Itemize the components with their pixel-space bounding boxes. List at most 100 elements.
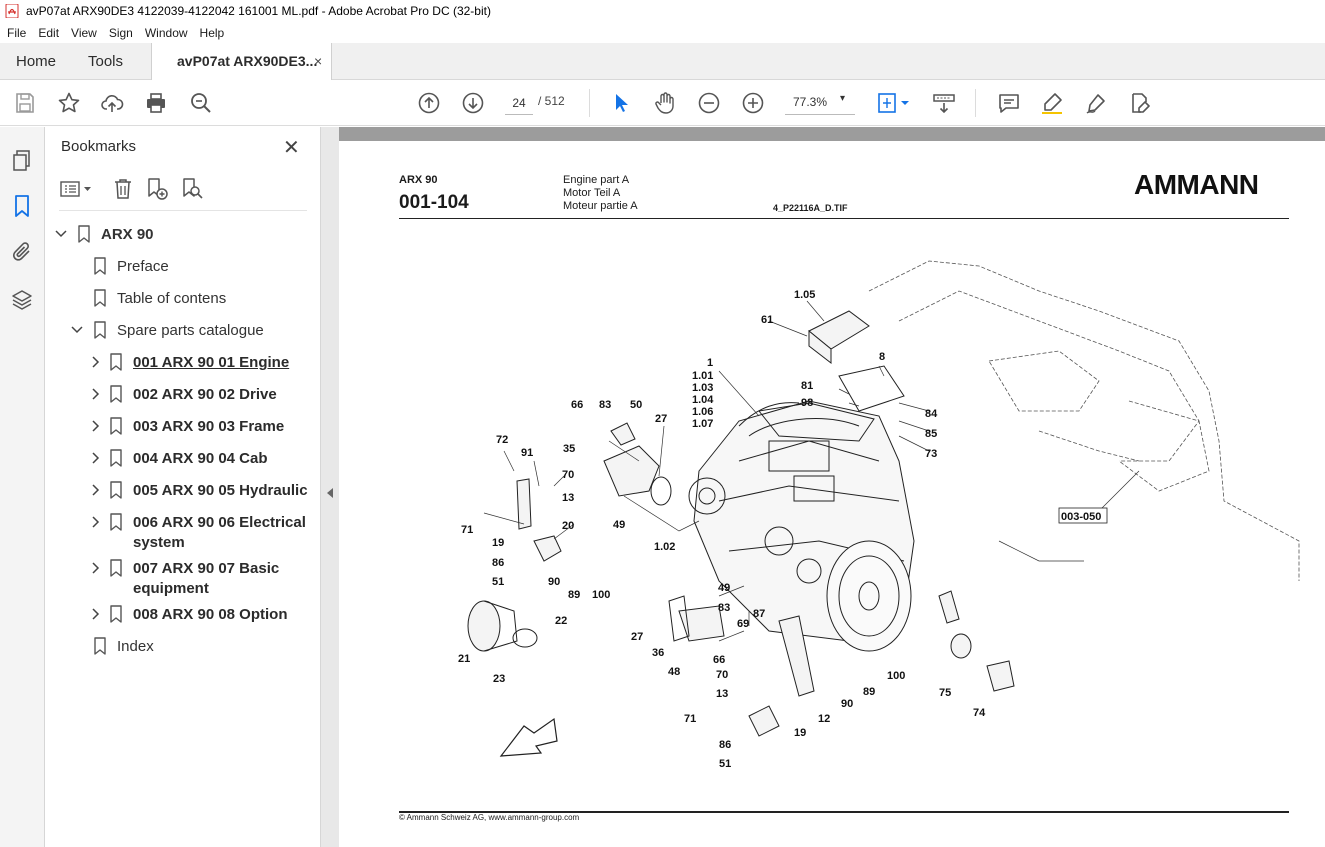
callout: 8 (879, 351, 885, 363)
hand-tool-icon[interactable] (653, 91, 677, 115)
close-tab-icon[interactable]: × (314, 53, 323, 69)
callout: 1.05 (794, 289, 815, 301)
bookmark-label: 001 ARX 90 01 Engine (133, 354, 290, 371)
chevron-right-icon[interactable] (89, 387, 101, 401)
zoom-search-icon[interactable] (189, 91, 213, 115)
bookmark-icon (110, 417, 122, 435)
page-description: Engine part A Motor Teil A Moteur partie… (563, 174, 638, 213)
bookmark-label: Spare parts catalogue (117, 322, 264, 339)
layers-icon[interactable] (10, 288, 34, 312)
page-number-input[interactable] (505, 91, 533, 115)
chevron-right-icon[interactable] (89, 483, 101, 497)
callout: 48 (668, 666, 680, 678)
chevron-right-icon[interactable] (89, 355, 101, 369)
scroll-mode-icon[interactable] (932, 91, 956, 115)
chevron-down-icon[interactable] (71, 323, 83, 337)
bookmark-label: 005 ARX 90 05 Hydraulic (133, 482, 308, 499)
menu-window[interactable]: Window (144, 25, 188, 40)
callout: 69 (737, 618, 749, 630)
callout: 13 (562, 492, 574, 504)
callout: 49 (613, 519, 625, 531)
fill-sign-icon[interactable] (1128, 91, 1152, 115)
attachments-icon[interactable] (10, 240, 34, 264)
bookmark-label-line2: equipment (133, 580, 209, 597)
zoom-out-icon[interactable] (697, 91, 721, 115)
tab-document[interactable]: avP07at ARX90DE3... × (151, 43, 332, 81)
delete-bookmark-icon[interactable] (111, 177, 135, 201)
fit-page-icon[interactable] (876, 91, 912, 115)
callout: 51 (492, 576, 504, 588)
callout: 1.06 (692, 406, 713, 418)
close-panel-icon[interactable]: ✕ (283, 137, 300, 159)
bookmark-label: Table of contens (117, 290, 227, 307)
callout: 100 (887, 670, 905, 682)
draw-signature-icon[interactable] (1084, 91, 1108, 115)
chevron-right-icon[interactable] (89, 419, 101, 433)
callout: 003-050 (1061, 511, 1101, 523)
panel-divider (59, 210, 307, 211)
menu-sign[interactable]: Sign (108, 25, 133, 40)
bookmark-icon (110, 559, 122, 577)
bookmark-label: 006 ARX 90 06 Electrical (133, 514, 306, 531)
toolbar-divider (589, 89, 590, 117)
star-icon[interactable] (57, 91, 81, 115)
highlight-pen-icon[interactable] (1040, 91, 1064, 115)
next-page-icon[interactable] (461, 91, 485, 115)
main-toolbar: / 512 77.3% ▾ (0, 80, 1325, 126)
comment-icon[interactable] (997, 91, 1021, 115)
callout: 74 (973, 707, 986, 719)
collapse-panel-arrow-icon[interactable] (325, 487, 335, 499)
callout: 87 (753, 608, 765, 620)
previous-page-icon[interactable] (417, 91, 441, 115)
menu-file[interactable]: File (7, 25, 27, 40)
bookmark-icon (110, 353, 122, 371)
bookmark-options-icon[interactable] (59, 177, 95, 201)
callout: 86 (492, 557, 504, 569)
menu-view[interactable]: View (71, 25, 97, 40)
upload-cloud-icon[interactable] (100, 91, 124, 115)
tab-home[interactable]: Home (16, 53, 57, 70)
find-bookmark-icon[interactable] (180, 177, 204, 201)
footer-rule (399, 811, 1289, 813)
chevron-right-icon[interactable] (89, 451, 101, 465)
engine-exploded-diagram: 1.05 61 8 1 1.01 1.03 1.04 1.06 1.07 81 … (458, 260, 1300, 770)
bookmarks-panel: Bookmarks ✕ ARX 90 Preface Table of cont… (45, 127, 321, 847)
callout: 83 (599, 399, 611, 411)
chevron-right-icon[interactable] (89, 607, 101, 621)
panel-title: Bookmarks (61, 138, 137, 155)
chevron-right-icon[interactable] (89, 515, 101, 529)
bookmark-icon (110, 513, 122, 531)
save-icon[interactable] (13, 91, 37, 115)
callout: 35 (563, 443, 575, 455)
ecu-unit (808, 310, 905, 412)
bookmarks-panel-icon[interactable] (10, 194, 34, 218)
direction-arrow-icon (499, 717, 558, 757)
bookmark-icon (94, 637, 106, 655)
description-fr: Moteur partie A (563, 200, 638, 212)
menu-edit[interactable]: Edit (38, 25, 60, 40)
page-image-file: 4_P22116A_D.TIF (773, 203, 848, 213)
tab-tools[interactable]: Tools (88, 53, 124, 70)
print-icon[interactable] (144, 91, 168, 115)
bookmark-label: 002 ARX 90 02 Drive (133, 386, 277, 403)
callout: 89 (863, 686, 875, 698)
new-bookmark-icon[interactable] (145, 177, 169, 201)
pump-assembly (467, 422, 1015, 737)
chevron-right-icon[interactable] (89, 561, 101, 575)
zoom-level-select[interactable]: 77.3% ▾ (785, 91, 855, 115)
menu-help[interactable]: Help (199, 25, 225, 40)
zoom-level-value: 77.3% (793, 95, 828, 109)
chevron-down-icon[interactable] (55, 227, 67, 241)
bookmark-tools (59, 177, 309, 203)
page-thumbnails-icon[interactable] (10, 148, 34, 172)
callout: 72 (496, 434, 508, 446)
callout: 75 (939, 687, 951, 699)
callout: 1.04 (692, 394, 714, 406)
select-cursor-icon[interactable] (609, 91, 633, 115)
window-title: avP07at ARX90DE3 4122039-4122042 161001 … (26, 4, 491, 18)
reference-box (1058, 507, 1108, 524)
bookmark-icon (110, 605, 122, 623)
description-de: Motor Teil A (563, 187, 621, 199)
zoom-in-icon[interactable] (741, 91, 765, 115)
frame-outline (868, 260, 1300, 581)
